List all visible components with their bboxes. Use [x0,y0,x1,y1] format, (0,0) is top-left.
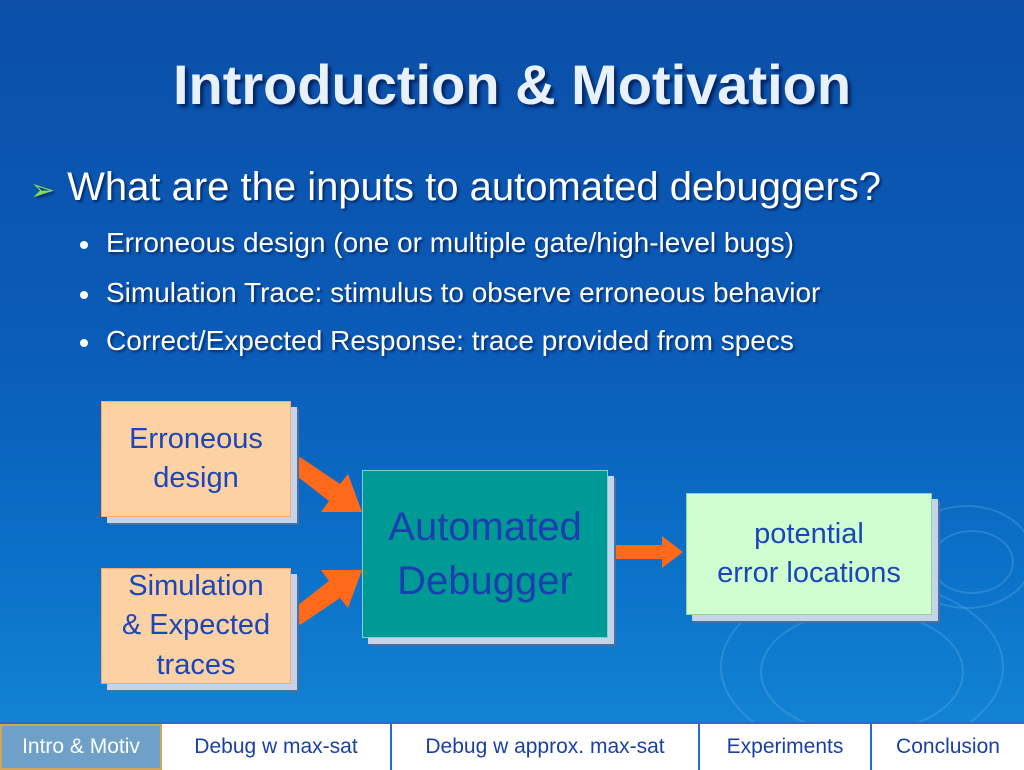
bullet-dot-icon [80,290,88,299]
arrow-input1-to-debugger [289,457,362,512]
automated-debugger-box: Automated Debugger [362,470,608,638]
arrow-bullet-icon: ➢ [30,174,56,207]
nav-tab-debug-approx-max-sat[interactable]: Debug w approx. max-sat [392,724,700,770]
box-label: Erroneous [129,422,263,455]
box-label: Simulation [128,570,264,603]
arrow-input2-to-debugger [289,570,362,625]
box-label: potential [754,517,864,550]
main-bullet-text: What are the inputs to automated debugge… [67,165,882,209]
box-label: Automated [388,505,582,549]
error-locations-box: potential error locations [686,493,932,615]
box-label: traces [156,648,236,681]
erroneous-design-box: Erroneous design [101,401,291,517]
bullet-dot-icon [80,338,88,347]
nav-tab-debug-max-sat[interactable]: Debug w max-sat [162,724,392,770]
sub-bullet: Correct/Expected Response: trace provide… [80,325,794,357]
nav-tab-conclusion[interactable]: Conclusion [896,735,1000,758]
sub-bullet-text: Simulation Trace: stimulus to observe er… [106,277,821,308]
box-label: error locations [717,557,901,589]
arrow-debugger-to-output [607,536,683,568]
main-bullet: ➢ What are the inputs to automated debugg… [30,165,881,210]
box-label: design [153,462,239,494]
slide-title: Introduction & Motivation [172,53,852,116]
nav-tab-experiments[interactable]: Experiments [700,724,872,770]
simulation-traces-box: Simulation & Expected traces [101,568,291,684]
section-nav-bar: Intro & Motiv Debug w max-sat Debug w ap… [0,722,1024,770]
sub-bullet-text: Correct/Expected Response: trace provide… [106,325,794,356]
bullet-dot-icon [80,240,88,249]
sub-bullet-text: Erroneous design (one or multiple gate/h… [106,227,794,258]
nav-tab-intro[interactable]: Intro & Motiv [0,724,162,770]
sub-bullet: Erroneous design (one or multiple gate/h… [80,227,794,259]
box-label: Debugger [397,559,573,603]
box-label: & Expected [121,609,271,642]
sub-bullet: Simulation Trace: stimulus to observe er… [80,277,820,309]
